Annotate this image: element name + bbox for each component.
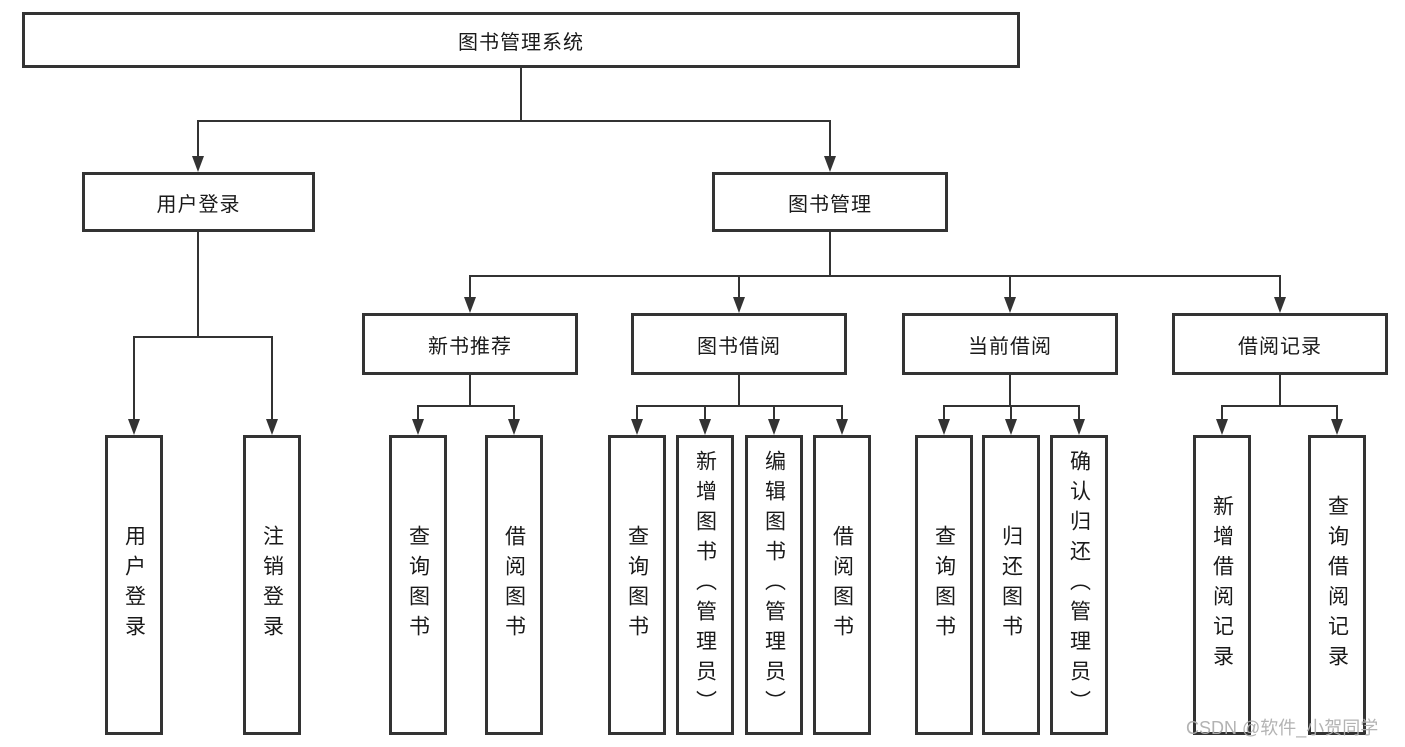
arrowhead-down-icon — [768, 419, 780, 435]
node-book-management: 图书管理 — [712, 172, 948, 232]
arrowhead-down-icon — [836, 419, 848, 435]
csdn-watermark: CSDN @软件_小贺同学 — [1186, 718, 1379, 738]
arrowhead-down-icon — [508, 419, 520, 435]
arrowhead-down-icon — [631, 419, 643, 435]
connector-line — [1009, 375, 1011, 407]
arrowhead-down-icon — [464, 297, 476, 313]
leaf-add-books-admin: 新增图书（管理员） — [676, 435, 734, 735]
leaf-query-borrow-record: 查询借阅记录 — [1308, 435, 1366, 735]
arrowhead-down-icon — [1331, 419, 1343, 435]
connector-line — [197, 120, 199, 158]
connector-line — [1336, 405, 1338, 421]
arrowhead-down-icon — [1274, 297, 1286, 313]
node-user-login: 用户登录 — [82, 172, 315, 232]
connector-line — [133, 336, 273, 338]
leaf-edit-books-admin: 编辑图书（管理员） — [745, 435, 803, 735]
connector-line — [197, 232, 199, 338]
connector-line — [738, 275, 740, 299]
connector-line — [773, 405, 775, 421]
leaf-confirm-return-admin: 确认归还（管理员） — [1050, 435, 1108, 735]
arrowhead-down-icon — [1005, 419, 1017, 435]
leaf-return-books: 归还图书 — [982, 435, 1040, 735]
arrowhead-down-icon — [266, 419, 278, 435]
arrowhead-down-icon — [699, 419, 711, 435]
arrowhead-down-icon — [1004, 297, 1016, 313]
connector-line — [271, 336, 273, 421]
connector-line — [1221, 405, 1338, 407]
connector-line — [469, 375, 471, 407]
connector-line — [704, 405, 706, 421]
arrowhead-down-icon — [938, 419, 950, 435]
arrowhead-down-icon — [128, 419, 140, 435]
connector-line — [636, 405, 638, 421]
connector-line — [1279, 375, 1281, 407]
connector-line — [841, 405, 843, 421]
connector-line — [1010, 405, 1012, 421]
node-borrowing-records: 借阅记录 — [1172, 313, 1388, 375]
connector-line — [417, 405, 515, 407]
node-library-management-system: 图书管理系统 — [22, 12, 1020, 68]
leaf-user-login: 用户登录 — [105, 435, 163, 735]
leaf-logout: 注销登录 — [243, 435, 301, 735]
connector-line — [1078, 405, 1080, 421]
arrowhead-down-icon — [1216, 419, 1228, 435]
connector-line — [197, 120, 831, 122]
leaf-borrow-books: 借阅图书 — [813, 435, 871, 735]
connector-line — [943, 405, 945, 421]
leaf-query-books-recommend: 查询图书 — [389, 435, 447, 735]
leaf-borrow-books-recommend: 借阅图书 — [485, 435, 543, 735]
connector-line — [417, 405, 419, 421]
connector-line — [520, 68, 522, 121]
node-book-borrowing: 图书借阅 — [631, 313, 847, 375]
leaf-query-books-current: 查询图书 — [915, 435, 973, 735]
connector-line — [133, 336, 135, 421]
node-current-borrowing: 当前借阅 — [902, 313, 1118, 375]
arrowhead-down-icon — [1073, 419, 1085, 435]
connector-line — [469, 275, 471, 299]
connector-line — [469, 275, 1281, 277]
leaf-add-borrow-record: 新增借阅记录 — [1193, 435, 1251, 735]
connector-line — [513, 405, 515, 421]
arrowhead-down-icon — [412, 419, 424, 435]
arrowhead-down-icon — [733, 297, 745, 313]
connector-line — [1221, 405, 1223, 421]
connector-line — [1009, 275, 1011, 299]
connector-line — [738, 375, 740, 407]
arrowhead-down-icon — [824, 156, 836, 172]
connector-line — [829, 232, 831, 277]
arrowhead-down-icon — [192, 156, 204, 172]
connector-line — [1279, 275, 1281, 299]
node-new-book-recommendation: 新书推荐 — [362, 313, 578, 375]
connector-line — [829, 120, 831, 158]
leaf-query-books-borrowing: 查询图书 — [608, 435, 666, 735]
connector-line — [636, 405, 843, 407]
